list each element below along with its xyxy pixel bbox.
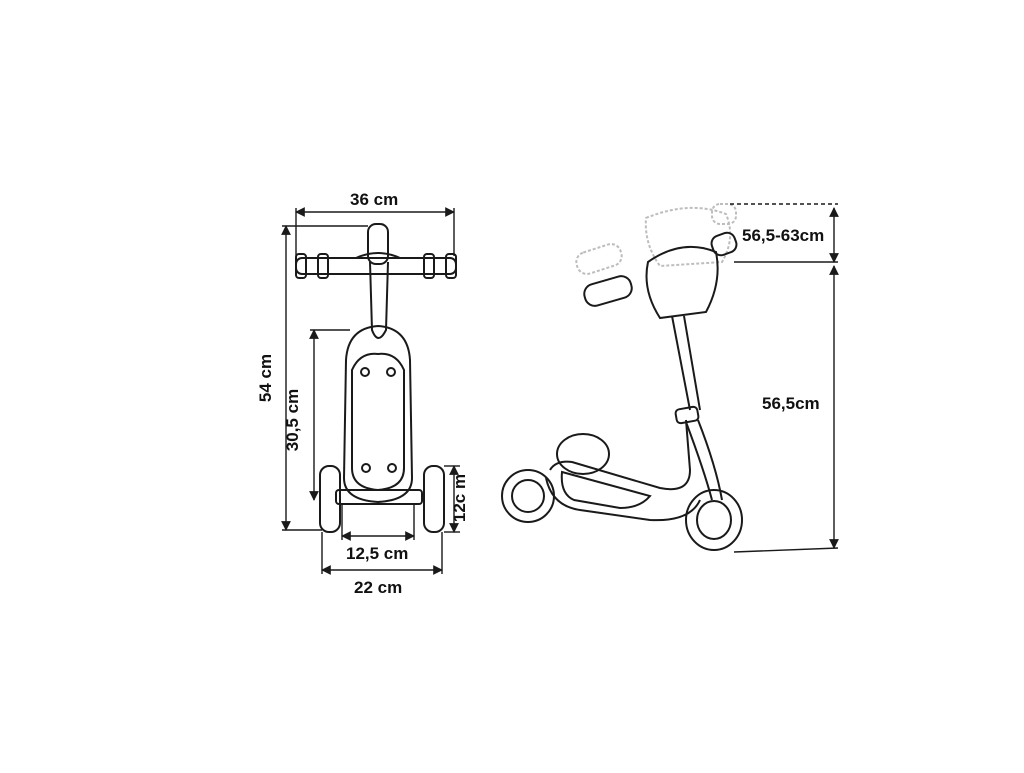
side-stem (671, 315, 701, 411)
side-wheel-rear-back (556, 433, 610, 475)
front-grip-right (445, 253, 457, 279)
front-deck-body (342, 324, 414, 504)
front-axle (335, 489, 423, 505)
front-screw (361, 463, 371, 473)
side-grip-left (583, 275, 633, 307)
side-deck-top (549, 419, 692, 491)
side-grip-right (710, 231, 738, 257)
label-deck-width: 12,5 cm (346, 544, 409, 563)
label-handlebar-width: 36 cm (350, 190, 399, 209)
label-adjustable-height: 56,5-63cm (742, 226, 825, 245)
side-stem-collar (674, 405, 700, 425)
label-wheel-height: 12c m (450, 473, 470, 523)
side-head-shield (645, 245, 719, 320)
label-deck-length: 30,5 cm (283, 388, 303, 452)
front-screw (387, 463, 397, 473)
side-deck-pad (560, 470, 652, 510)
front-handlebar (295, 257, 457, 275)
front-stem (369, 261, 389, 339)
front-deck-inner (351, 352, 405, 492)
side-wheel-rear-hub (511, 479, 545, 513)
front-dimension-lines (281, 207, 460, 575)
side-wheel-front-hub (696, 500, 732, 540)
side-ghost-handlebar (575, 203, 737, 275)
ghost-grip-right (711, 203, 737, 225)
front-stem-top (367, 223, 389, 265)
side-dimension-lines (730, 203, 839, 553)
front-screw (360, 367, 370, 377)
front-wheel-right (423, 465, 445, 533)
ghost-head (644, 206, 732, 268)
side-view-drawing (501, 231, 743, 551)
side-deck-bottom (545, 477, 701, 522)
side-wheel-rear (501, 469, 555, 523)
ghost-grip (575, 243, 623, 275)
label-total-height: 54 cm (256, 353, 276, 403)
side-fork (685, 419, 723, 501)
front-screw (386, 367, 396, 377)
front-view-drawing (295, 223, 457, 533)
front-collar-right (423, 253, 435, 279)
dim-ext (733, 547, 839, 553)
front-handle-clamp (355, 252, 401, 259)
front-grip-left (295, 253, 307, 279)
front-wheel-left (319, 465, 341, 533)
label-base-height: 56,5cm (762, 394, 820, 413)
side-wheel-front (685, 489, 743, 551)
front-collar-left (317, 253, 329, 279)
label-wheelbase-width: 22 cm (354, 578, 403, 597)
